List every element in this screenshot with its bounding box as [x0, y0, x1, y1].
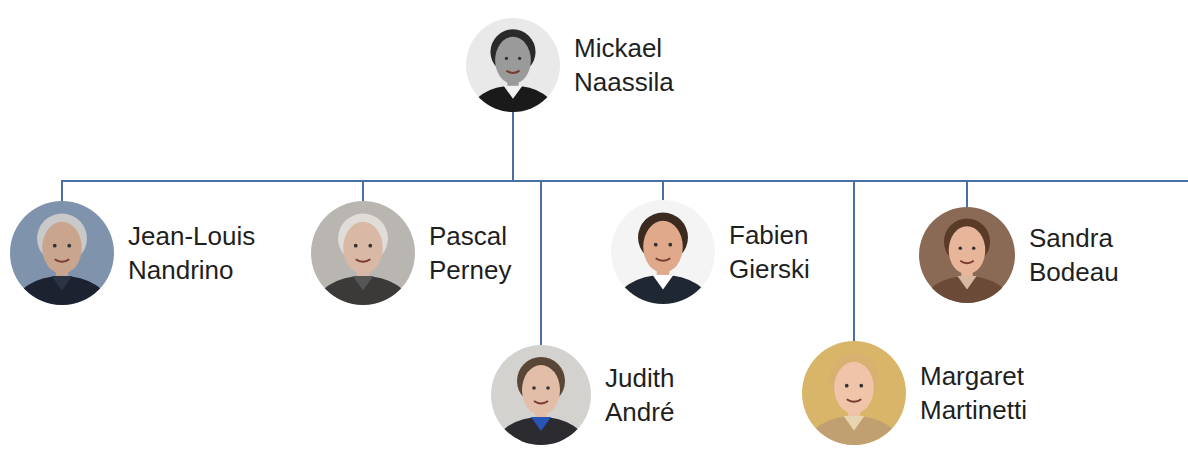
person-name: Pascal Perney — [429, 219, 567, 287]
person-card: Sandra Bodeau — [919, 207, 1167, 303]
portrait-photo — [10, 201, 114, 305]
org-connector — [513, 112, 663, 200]
person-card: Margaret Martinetti — [802, 341, 1058, 445]
portrait-photo — [611, 200, 715, 304]
person-card: Jean-Louis Nandrino — [10, 201, 266, 305]
portrait-photo — [311, 201, 415, 305]
person-card: Mickael Naassila — [466, 18, 712, 112]
org-connector — [62, 112, 513, 201]
person-card: Fabien Gierski — [611, 200, 867, 304]
org-connector — [513, 112, 967, 207]
person-name: Sandra Bodeau — [1029, 221, 1167, 289]
tree-bar-tail — [960, 180, 1188, 182]
person-card: Pascal Perney — [311, 201, 567, 305]
portrait-photo — [466, 18, 560, 112]
person-name: Mickael Naassila — [574, 31, 712, 99]
portrait-photo — [919, 207, 1015, 303]
person-name: Margaret Martinetti — [920, 359, 1058, 427]
person-name: Fabien Gierski — [729, 218, 867, 286]
person-card: Judith André — [491, 345, 743, 445]
person-name: Judith André — [605, 361, 743, 429]
portrait-photo — [491, 345, 591, 445]
org-connector — [363, 112, 513, 201]
person-name: Jean-Louis Nandrino — [128, 219, 266, 287]
org-connector — [513, 112, 541, 345]
portrait-photo — [802, 341, 906, 445]
